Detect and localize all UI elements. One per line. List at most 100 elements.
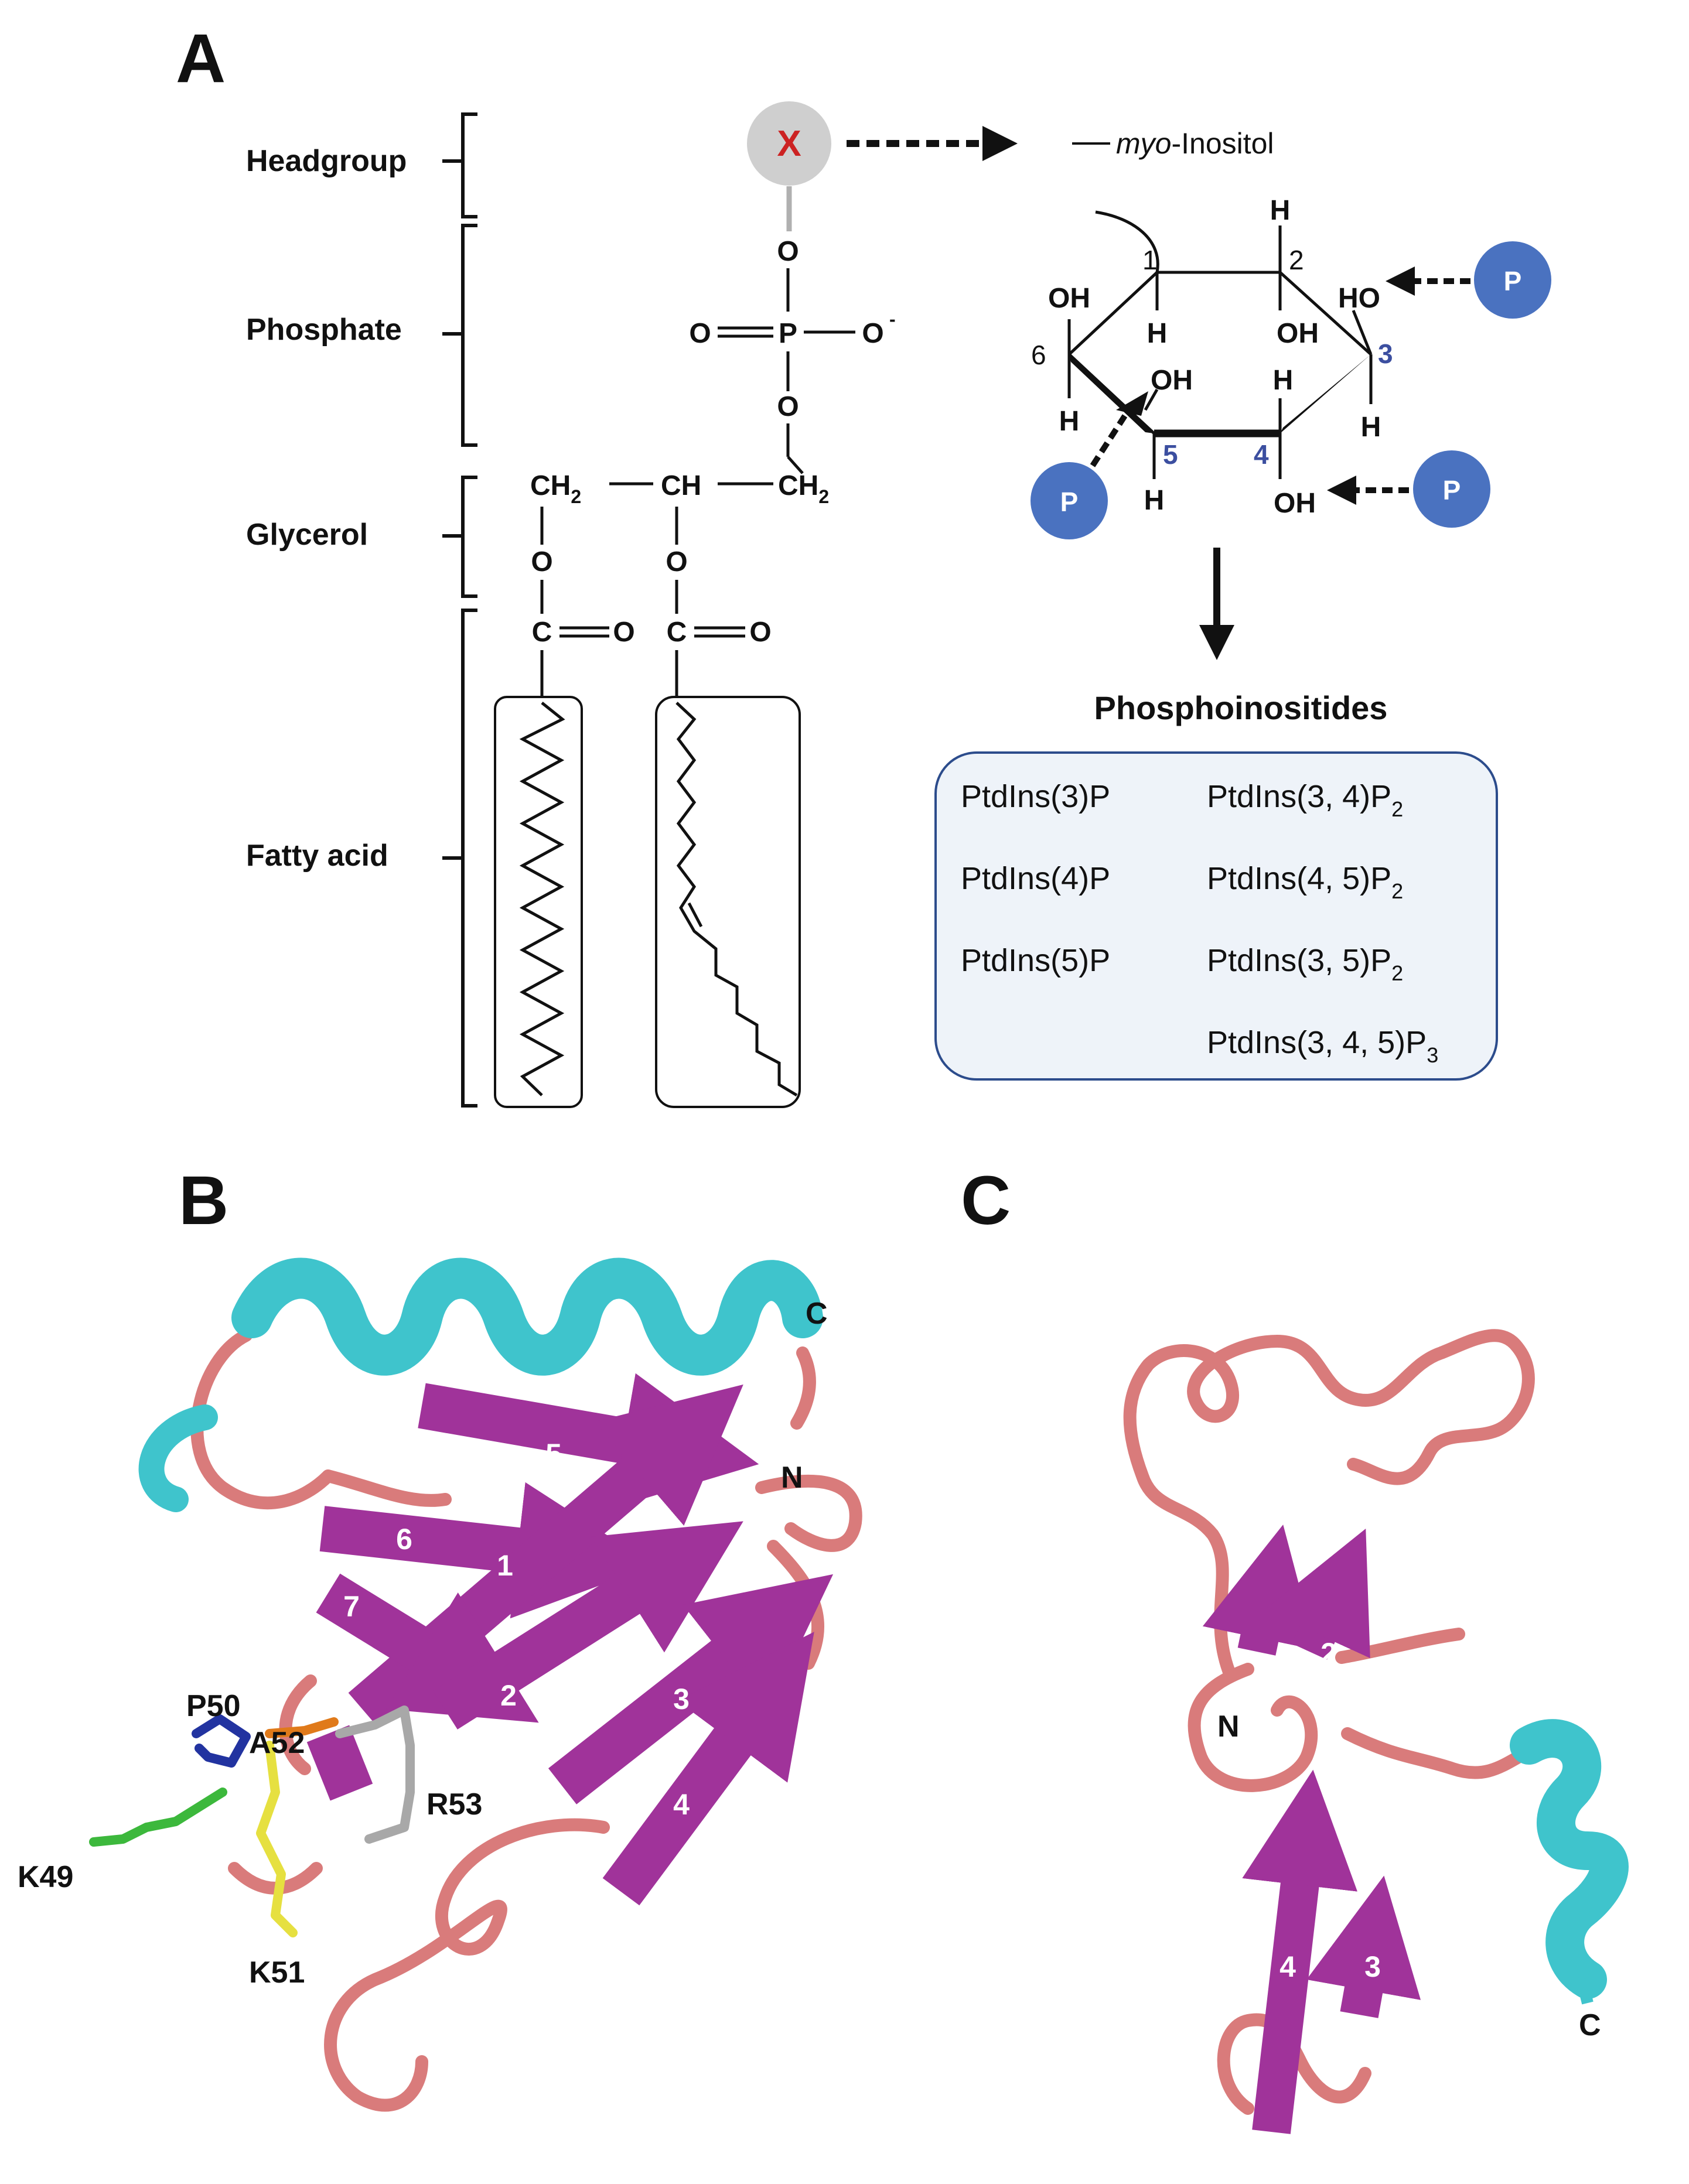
panel-c-letter: C bbox=[961, 1162, 1011, 1239]
saturated-chain bbox=[519, 702, 565, 1096]
residue-k49 bbox=[89, 1787, 227, 1847]
ring-oh-c5: OH bbox=[1151, 365, 1193, 396]
strand-label-7: 7 bbox=[343, 1590, 360, 1623]
panel-b: B 5 6 1 7 bbox=[18, 1162, 862, 2112]
phosphate-badge-4 bbox=[1413, 450, 1490, 528]
pi-right-2: PtdIns(4, 5)P2 bbox=[1207, 861, 1403, 903]
upper-right-loop bbox=[1335, 1628, 1465, 1664]
right-loop bbox=[767, 1540, 824, 1670]
saturated-chain-box bbox=[494, 696, 583, 1108]
strand-label-4: 4 bbox=[673, 1788, 690, 1821]
top-loop bbox=[1123, 1329, 1535, 1681]
panel-b-residues bbox=[89, 1705, 415, 1937]
panel-c: C 1 2 3 4 N C bbox=[961, 1162, 1629, 2134]
strand-4 bbox=[602, 1632, 814, 1906]
panel-a: A Headgroup Phosphate Glycerol Fatty aci… bbox=[176, 20, 1551, 1108]
ring-h-c5: H bbox=[1144, 485, 1165, 516]
phosphoinositides-title: Phosphoinositides bbox=[1094, 689, 1388, 726]
glycerol-ch2-right: CH2 bbox=[778, 470, 829, 507]
c-term-loop bbox=[790, 1346, 816, 1430]
region-brackets bbox=[442, 112, 477, 1108]
strand-c-label-2: 2 bbox=[1321, 1637, 1337, 1670]
panel-c-strands bbox=[1202, 1525, 1421, 2134]
phosphate-o-minus: O bbox=[862, 318, 883, 349]
ring-position-3: 3 bbox=[1378, 339, 1393, 369]
myo-inositol-label: myo-Inositol bbox=[1116, 127, 1274, 160]
pi-left-1: PtdIns(3)P bbox=[961, 779, 1110, 814]
pi-right-4: PtdIns(3, 4, 5)P3 bbox=[1207, 1025, 1438, 1067]
inositol-ring bbox=[1067, 210, 1373, 479]
strand-c3 bbox=[1306, 1875, 1421, 2018]
residue-p50 bbox=[192, 1714, 251, 1768]
panel-c-c-terminus: C bbox=[1579, 2008, 1601, 2042]
phosphate-badge-5 bbox=[1031, 462, 1108, 539]
residue-label-k51: K51 bbox=[249, 1956, 305, 1990]
strand-stub bbox=[306, 1725, 373, 1801]
ester2-o: O bbox=[666, 546, 687, 577]
n-term-loop bbox=[755, 1474, 862, 1552]
strand-label-6: 6 bbox=[396, 1523, 412, 1556]
helix-b-main bbox=[231, 1257, 823, 1376]
headgroup-x-badge bbox=[747, 101, 831, 186]
residue-k51 bbox=[256, 1741, 298, 1937]
ring-h-c3: H bbox=[1361, 412, 1381, 443]
unsaturated-chain-box bbox=[655, 696, 801, 1108]
residue-label-p50: P50 bbox=[186, 1689, 241, 1723]
headgroup-x-text: X bbox=[777, 124, 801, 164]
glycerol-label: Glycerol bbox=[246, 518, 368, 552]
bottom-loop bbox=[324, 1818, 610, 2112]
pi-right-3: PtdIns(3, 5)P2 bbox=[1207, 943, 1403, 985]
phosphate-o-bottom: O bbox=[777, 391, 799, 422]
phosphate-bracket bbox=[442, 224, 477, 447]
ring-h-c6: H bbox=[1059, 406, 1080, 437]
ester1-o-double: O bbox=[613, 617, 634, 648]
phosphate-label: Phosphate bbox=[246, 313, 402, 347]
panel-c-loops bbox=[1123, 1329, 1536, 2115]
phosphate-badge-3-label: P bbox=[1504, 266, 1522, 296]
ring-oh-c6: OH bbox=[1048, 283, 1090, 314]
strand-c-label-1: 1 bbox=[1269, 1657, 1285, 1690]
middle-loop bbox=[1188, 1663, 1318, 1792]
fatty-acid-bracket bbox=[442, 609, 477, 1108]
phosphate-badge-3 bbox=[1474, 241, 1551, 319]
ring-position-1: 1 bbox=[1142, 245, 1158, 275]
panel-b-c-terminus: C bbox=[806, 1297, 828, 1331]
unsaturated-chain bbox=[675, 702, 798, 1097]
ester2-o-double: O bbox=[749, 617, 771, 648]
headgroup-label: Headgroup bbox=[246, 144, 407, 178]
phosphate-o-double: O bbox=[689, 318, 711, 349]
strand-label-3: 3 bbox=[673, 1683, 690, 1715]
strand-2 bbox=[433, 1521, 743, 1730]
strand-c-label-3: 3 bbox=[1364, 1950, 1381, 1983]
p5-dotted-arrow bbox=[1090, 414, 1128, 467]
strand-connector bbox=[322, 1469, 452, 1507]
strand-c1 bbox=[1202, 1525, 1316, 1656]
glycerol-ch: CH bbox=[661, 470, 701, 501]
phosphoinositides-box bbox=[934, 751, 1498, 1081]
glycerol-ch2-left: CH2 bbox=[530, 470, 581, 507]
fatty-acid-label: Fatty acid bbox=[246, 839, 388, 873]
residue-a52 bbox=[265, 1717, 339, 1738]
headgroup-bracket bbox=[442, 112, 477, 218]
helix-connector bbox=[1341, 1727, 1536, 1779]
ring-position-6: 6 bbox=[1031, 340, 1046, 370]
phosphate-minus-sign: - bbox=[889, 309, 896, 330]
ring-oh-c2: OH bbox=[1277, 318, 1319, 349]
panel-b-strands bbox=[306, 1373, 834, 1906]
ring-position-4: 4 bbox=[1254, 439, 1269, 470]
ring-h-c1: H bbox=[1147, 318, 1168, 349]
strand-label-5: 5 bbox=[545, 1438, 562, 1471]
strand-c-label-4: 4 bbox=[1279, 1950, 1296, 1983]
pi-left-3: PtdIns(5)P bbox=[961, 943, 1110, 978]
ring-position-2: 2 bbox=[1289, 245, 1304, 275]
strand-c4 bbox=[1242, 1769, 1357, 2134]
ester2-c: C bbox=[667, 617, 687, 648]
strand-7 bbox=[316, 1573, 539, 1723]
phosphate-badge-5-label: P bbox=[1060, 487, 1079, 517]
helix-b-short bbox=[138, 1404, 218, 1512]
ring-h-c4: H bbox=[1273, 365, 1294, 396]
left-loop bbox=[190, 1329, 335, 1510]
strand-label-2: 2 bbox=[500, 1679, 517, 1712]
helix-c-main bbox=[1510, 1719, 1629, 1999]
panel-a-letter: A bbox=[176, 20, 226, 97]
